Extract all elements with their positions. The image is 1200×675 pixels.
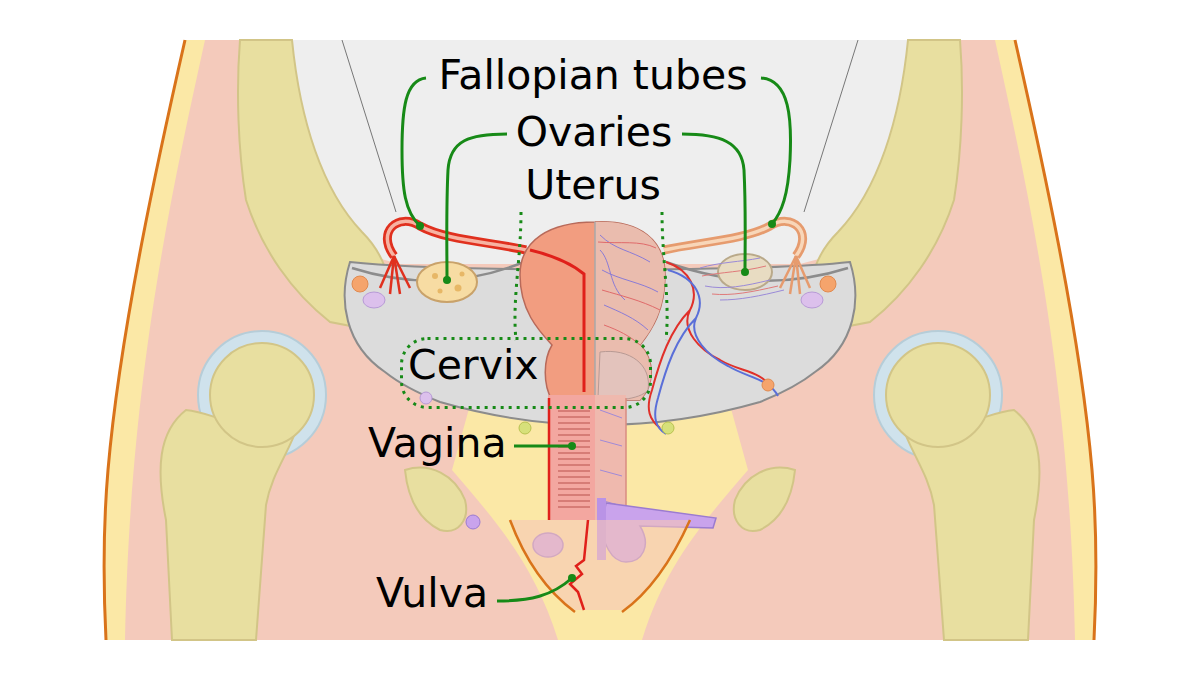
vagina-edge (625, 398, 627, 520)
leader-line (514, 445, 572, 448)
part-label: Ovaries (516, 112, 673, 153)
leader-line (497, 578, 572, 601)
cervix-outer (598, 351, 648, 400)
iliac-bone (238, 40, 390, 332)
follicle (455, 285, 462, 292)
fimbria (796, 256, 800, 294)
artery (702, 266, 778, 295)
fimbria (390, 256, 394, 294)
femur (874, 331, 1039, 640)
lymph-node (420, 392, 432, 404)
fimbria (394, 256, 410, 288)
ligament-line (342, 40, 396, 212)
leader-dot (568, 442, 576, 450)
region-outline: Cervix (400, 337, 652, 409)
part-label: Vulva (376, 573, 488, 614)
fallopian-tube (664, 221, 803, 256)
leader-dot (443, 276, 451, 284)
follicle (438, 289, 443, 294)
femur-head (886, 343, 990, 447)
leader-dots (416, 220, 776, 582)
ligament-line (804, 40, 858, 212)
vessel (600, 235, 658, 330)
region-label: Cervix (408, 345, 539, 386)
uterus-bracket (662, 212, 667, 340)
dotted-outline (402, 339, 651, 408)
skin-layer (104, 40, 1096, 640)
follicle (460, 272, 465, 277)
fallopian-tube (387, 221, 526, 256)
uterus-outer-half (595, 222, 665, 400)
vaginal-rugae (558, 410, 590, 510)
pubic-bone (405, 468, 466, 531)
part-label: Vagina (368, 423, 507, 464)
fallopian-tube (664, 221, 803, 256)
leader-line (447, 134, 507, 280)
uterine-vessels (598, 235, 660, 345)
lymph-node (820, 276, 836, 292)
vein (700, 258, 784, 300)
lymph-node (352, 276, 368, 292)
leader-line (682, 134, 745, 272)
femur-head (210, 343, 314, 447)
leader-dot (741, 268, 749, 276)
fallopian-tube (387, 221, 526, 256)
muscle-layer (125, 40, 1075, 640)
leader-dot (416, 222, 424, 230)
leader-lines (402, 78, 791, 601)
vagina-edge (548, 398, 551, 520)
lymph-node (466, 515, 480, 529)
fimbriae (380, 256, 410, 294)
pubic-bone (734, 468, 795, 531)
part-label: Uterus (525, 165, 661, 206)
uterus (520, 222, 665, 400)
leader-line (761, 78, 791, 224)
iliac-bone (810, 40, 962, 332)
vulva-opening (570, 520, 588, 610)
leader-dot (568, 574, 576, 582)
labia-outline (510, 520, 575, 612)
leader-dot (768, 220, 776, 228)
lymph-node (762, 379, 774, 391)
fimbria (780, 256, 796, 288)
lymph-node (801, 292, 823, 308)
uterus-bracket (515, 212, 521, 340)
leader-line (402, 78, 426, 226)
lymph-node (519, 422, 531, 434)
lymph-node (662, 422, 674, 434)
vessel (598, 242, 660, 345)
femur (161, 331, 326, 640)
vessel (600, 410, 622, 506)
labia-outline (622, 520, 690, 612)
part-label: Fallopian tubes (438, 55, 747, 96)
follicle (432, 273, 438, 279)
vaginal-vessels (600, 410, 622, 506)
fimbriae (780, 256, 810, 294)
midline (594, 222, 596, 400)
lymph-node (363, 292, 385, 308)
pelvic-vessels (649, 258, 784, 434)
vagina-wall (548, 395, 595, 520)
